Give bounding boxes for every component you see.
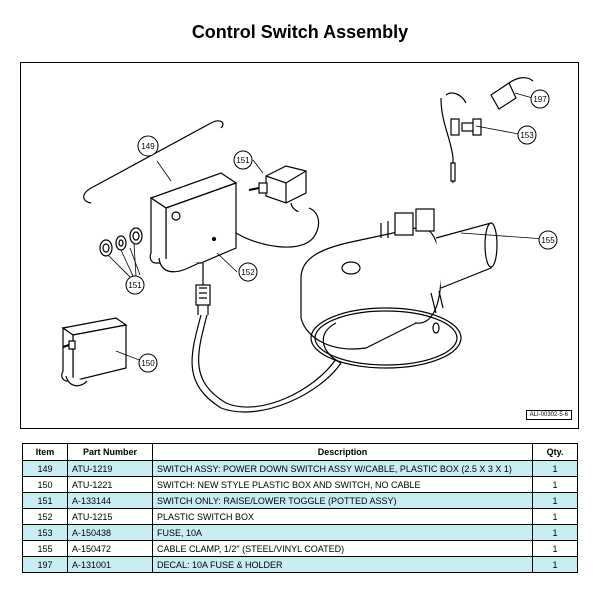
cell-item: 155 [22, 540, 68, 557]
callout-151-top-label: 151 [236, 156, 250, 165]
table-row: 197 A-131001 DECAL: 10A FUSE & HOLDER 1 [22, 556, 578, 573]
cell-desc: CABLE CLAMP, 1/2" (STEEL/VINYL COATED) [152, 540, 533, 557]
header-item: Item [22, 443, 68, 461]
cell-item: 152 [22, 508, 68, 525]
cell-part: A-131001 [67, 556, 153, 573]
cell-qty: 1 [532, 476, 578, 493]
callout-151-bottom-label: 151 [128, 281, 142, 290]
diagram-frame: 149 150 151 151 152 153 155 197 ALI-0030… [20, 62, 579, 429]
callout-197-label: 197 [533, 95, 547, 104]
callout-155-label: 155 [541, 236, 555, 245]
callout-149-label: 149 [141, 142, 155, 151]
callouts [125, 89, 558, 373]
cell-item: 150 [22, 476, 68, 493]
callout-197 [530, 89, 550, 109]
cell-qty: 1 [532, 460, 578, 477]
cell-part: A-150438 [67, 524, 153, 541]
header-description: Description [152, 443, 533, 461]
parts-table: Item Part Number Description Qty. 149 AT… [22, 443, 578, 573]
hardware-parts [99, 227, 143, 279]
cell-part: ATU-1221 [67, 476, 153, 493]
table-header-row: Item Part Number Description Qty. [22, 443, 578, 461]
toggle-switch-center [235, 165, 320, 248]
fuse-holder [440, 77, 534, 183]
cell-qty: 1 [532, 492, 578, 509]
plastic-switch-box [149, 172, 238, 273]
callout-152-label: 152 [241, 268, 255, 277]
cell-qty: 1 [532, 508, 578, 525]
cable [191, 263, 342, 413]
cell-desc: PLASTIC SWITCH BOX [152, 508, 533, 525]
hydraulic-pump [300, 208, 498, 350]
cell-part: ATU-1219 [67, 460, 153, 477]
small-switch-box [61, 317, 128, 387]
cell-item: 149 [22, 460, 68, 477]
cell-qty: 1 [532, 540, 578, 557]
leader-lines [115, 92, 546, 364]
callout-155 [538, 230, 558, 250]
table-row: 153 A-150438 FUSE, 10A 1 [22, 524, 578, 541]
drawing-reference: ALI-00302-5-6 [525, 410, 572, 420]
table-row: 149 ATU-1219 SWITCH ASSY: POWER DOWN SWI… [22, 460, 578, 477]
callout-149 [137, 135, 159, 157]
cell-desc: DECAL: 10A FUSE & HOLDER [152, 556, 533, 573]
cell-part: A-150472 [67, 540, 153, 557]
cell-qty: 1 [532, 524, 578, 541]
cell-part: A-133144 [67, 492, 153, 509]
cell-qty: 1 [532, 556, 578, 573]
cell-item: 151 [22, 492, 68, 509]
callout-151-top [233, 150, 253, 170]
callout-151-bottom [125, 275, 145, 295]
cell-desc: FUSE, 10A [152, 524, 533, 541]
cable-coil [310, 307, 462, 369]
table-row: 151 A-133144 SWITCH ONLY: RAISE/LOWER TO… [22, 492, 578, 509]
table-row: 150 ATU-1221 SWITCH: NEW STYLE PLASTIC B… [22, 476, 578, 493]
callout-150 [138, 353, 158, 373]
page-title: Control Switch Assembly [191, 22, 409, 42]
cell-item: 153 [22, 524, 68, 541]
cell-item: 197 [22, 556, 68, 573]
callout-152 [238, 262, 258, 282]
header-part-number: Part Number [67, 443, 153, 461]
assembly-diagram: 149 150 151 151 152 153 155 197 [61, 77, 558, 413]
cell-desc: SWITCH: NEW STYLE PLASTIC BOX AND SWITCH… [152, 476, 533, 493]
table-row: 155 A-150472 CABLE CLAMP, 1/2" (STEEL/VI… [22, 540, 578, 557]
callout-153 [517, 125, 537, 145]
callout-153-label: 153 [520, 131, 534, 140]
cell-desc: SWITCH ASSY: POWER DOWN SWITCH ASSY W/CA… [152, 460, 533, 477]
cell-part: ATU-1215 [67, 508, 153, 525]
cell-desc: SWITCH ONLY: RAISE/LOWER TOGGLE (POTTED … [152, 492, 533, 509]
callout-150-label: 150 [141, 359, 155, 368]
header-qty: Qty. [532, 443, 578, 461]
table-row: 152 ATU-1215 PLASTIC SWITCH BOX 1 [22, 508, 578, 525]
